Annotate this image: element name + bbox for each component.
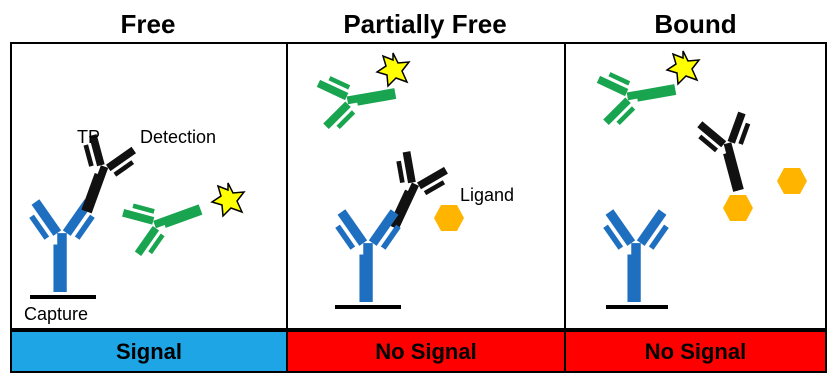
- ligand-icon: [434, 205, 464, 231]
- panel-title-bound: Bound: [654, 9, 737, 39]
- detection-antibody-free: [117, 178, 211, 264]
- capture-label: Capture: [24, 304, 88, 324]
- tp-antibody-bound: [689, 108, 771, 199]
- status-free: Signal: [10, 330, 288, 373]
- star-icon: [211, 182, 245, 217]
- capture-antibody-bound: [597, 209, 675, 309]
- panel-title-partially-free: Partially Free: [343, 9, 507, 39]
- status-bound: No Signal: [564, 330, 827, 373]
- star-icon: [376, 52, 410, 87]
- ligand-icon: [723, 195, 753, 221]
- capture-antibody-partial: [329, 209, 407, 309]
- ligand-icon: [777, 168, 807, 194]
- detection-antibody-bound: [594, 57, 681, 133]
- detection-label: Detection: [140, 127, 216, 147]
- status-partially-free: No Signal: [286, 330, 566, 373]
- ligand-label: Ligand: [460, 185, 514, 205]
- star-icon: [666, 50, 700, 85]
- tp-label: TP: [77, 127, 100, 147]
- capture-antibody-free: [23, 199, 101, 299]
- panel-title-free: Free: [120, 9, 176, 39]
- tp-antibody-free: [58, 129, 144, 223]
